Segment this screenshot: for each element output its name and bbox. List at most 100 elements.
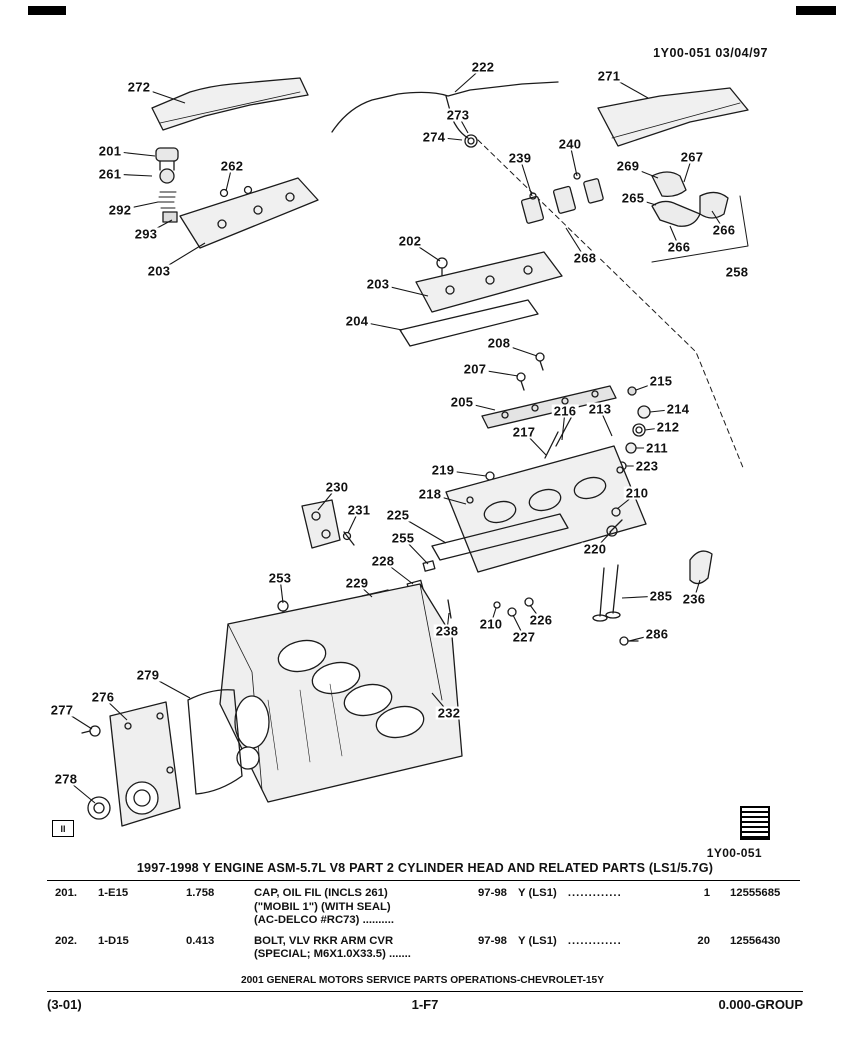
part-callout-273: 273 <box>444 107 472 123</box>
figure-marker-icon: II <box>52 820 74 837</box>
doc-reference-bottom: 1Y00-051 <box>706 846 762 860</box>
part-callout-292: 292 <box>106 202 134 218</box>
leader-lines <box>61 66 725 804</box>
doc-reference-top: 1Y00-051 03/04/97 <box>653 46 768 60</box>
part-callout-228: 228 <box>369 553 397 569</box>
usage-years: 97-98 <box>478 887 507 899</box>
part-callout-258: 258 <box>723 264 751 280</box>
footer-rule <box>47 991 803 992</box>
usage-model: Y (LS1) <box>518 887 557 899</box>
description-line: BOLT, VLV RKR ARM CVR <box>254 934 394 947</box>
grid-location: 1-E15 <box>98 887 129 899</box>
part-callout-202: 202 <box>396 233 424 249</box>
usage-dots: ............. <box>567 934 622 947</box>
part-callout-276: 276 <box>89 689 117 705</box>
grid-location: 1-D15 <box>98 934 129 947</box>
part-callout-269: 269 <box>614 158 642 174</box>
part-number: 12556430 <box>730 934 781 947</box>
part-callout-232: 232 <box>435 705 463 721</box>
part-callout-204: 204 <box>343 313 371 329</box>
description: BOLT, VLV RKR ARM CVR (SPECIAL; M6X1.0X3… <box>254 935 478 962</box>
service-operations-line: 2001 GENERAL MOTORS SERVICE PARTS OPERAT… <box>240 975 605 986</box>
part-callout-205: 205 <box>448 394 476 410</box>
part-callout-272: 272 <box>125 79 153 95</box>
parts-table: 201. 1-E15 1.758 CAP, OIL FIL (INCLS 261… <box>55 887 805 969</box>
footer-date-code: (3-01) <box>47 997 82 1012</box>
part-callout-286: 286 <box>643 626 671 642</box>
part-callout-215: 215 <box>647 373 675 389</box>
parts-list-title: 1997-1998 Y ENGINE ASM-5.7L V8 PART 2 CY… <box>136 861 714 875</box>
part-callout-230: 230 <box>323 479 351 495</box>
part-callout-210: 210 <box>623 485 651 501</box>
part-callout-238: 238 <box>433 623 461 639</box>
part-callout-231: 231 <box>345 502 373 518</box>
description-line: (AC-DELCO #RC73) .......... <box>254 914 394 926</box>
part-callout-201: 201 <box>96 143 124 159</box>
part-callout-271: 271 <box>595 68 623 84</box>
registration-mark-right <box>796 6 836 15</box>
part-callout-274: 274 <box>420 129 448 145</box>
usage-model: Y (LS1) <box>518 934 557 947</box>
title-rule <box>47 880 800 881</box>
part-callout-268: 268 <box>571 250 599 266</box>
weight: 0.413 <box>186 934 215 947</box>
usage-years: 97-98 <box>478 934 507 947</box>
description-line: ("MOBIL 1") (WITH SEAL) <box>254 900 391 913</box>
part-callout-265: 265 <box>619 190 647 206</box>
usage: 97-98 Y (LS1) ............. <box>478 887 690 901</box>
part-callout-277: 277 <box>48 702 76 718</box>
part-callout-240: 240 <box>556 136 584 152</box>
part-callout-210: 210 <box>477 616 505 632</box>
part-callout-207: 207 <box>461 361 489 377</box>
part-callout-266: 266 <box>665 239 693 255</box>
part-callout-239: 239 <box>506 150 534 166</box>
part-callout-219: 219 <box>429 462 457 478</box>
part-number: 12555685 <box>730 887 781 899</box>
quantity: 20 <box>697 934 710 947</box>
part-callout-279: 279 <box>134 667 162 683</box>
part-callout-255: 255 <box>389 530 417 546</box>
exploded-diagram: 272 222 271 273 274 201 261 262 292 293 203 239 240 2… <box>48 59 770 840</box>
part-callout-220: 220 <box>581 541 609 557</box>
usage: 97-98 Y (LS1) ............. <box>478 935 690 949</box>
part-callout-214: 214 <box>664 401 692 417</box>
part-callout-213: 213 <box>586 401 614 417</box>
part-callout-285: 285 <box>647 588 675 604</box>
part-callout-266: 266 <box>710 222 738 238</box>
part-callout-222: 222 <box>469 59 497 75</box>
part-callout-261: 261 <box>96 166 124 182</box>
part-callout-216: 216 <box>551 403 579 419</box>
item-number: 202. <box>55 934 77 947</box>
part-callout-262: 262 <box>218 158 246 174</box>
description-line: CAP, OIL FIL (INCLS 261) <box>254 887 388 899</box>
footer-page-number: 1-F7 <box>411 997 439 1012</box>
part-callout-293: 293 <box>132 226 160 242</box>
engine-artwork <box>81 77 749 827</box>
quantity: 1 <box>703 887 710 899</box>
part-callout-212: 212 <box>654 419 682 435</box>
parts-table-row-201: 201. 1-E15 1.758 CAP, OIL FIL (INCLS 261… <box>55 887 805 928</box>
part-callout-227: 227 <box>510 629 538 645</box>
part-callout-203: 203 <box>145 263 173 279</box>
weight: 1.758 <box>186 887 215 899</box>
part-callout-211: 211 <box>644 440 670 456</box>
parts-table-row-202: 202. 1-D15 0.413 BOLT, VLV RKR ARM CVR (… <box>55 935 805 962</box>
part-callout-229: 229 <box>343 575 371 591</box>
part-callout-226: 226 <box>527 612 555 628</box>
description-line: (SPECIAL; M6X1.0X33.5) ....... <box>254 948 411 960</box>
part-callout-253: 253 <box>266 570 294 586</box>
part-callout-217: 217 <box>510 424 538 440</box>
description: CAP, OIL FIL (INCLS 261) ("MOBIL 1") (WI… <box>254 887 478 928</box>
part-callout-236: 236 <box>680 591 708 607</box>
barcode-icon <box>740 806 770 840</box>
item-number: 201. <box>55 887 77 899</box>
part-callout-225: 225 <box>384 507 412 523</box>
part-callout-267: 267 <box>678 149 706 165</box>
usage-dots: ............. <box>567 887 622 899</box>
part-callout-208: 208 <box>485 335 513 351</box>
footer-group-code: 0.000-GROUP <box>718 997 803 1012</box>
part-callout-223: 223 <box>633 458 661 474</box>
part-callout-278: 278 <box>52 771 80 787</box>
part-callout-203: 203 <box>364 276 392 292</box>
